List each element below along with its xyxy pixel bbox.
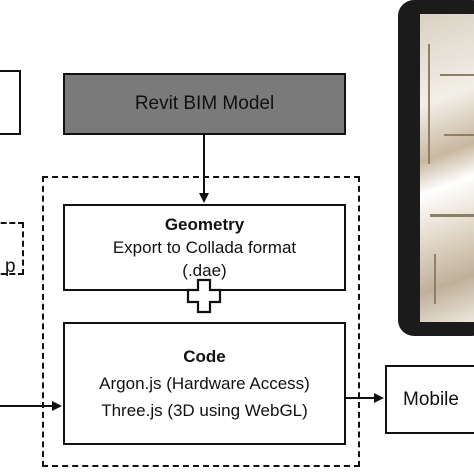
mobile-label: Mobile [403,388,459,410]
geometry-node: Geometry Export to Collada format (.dae) [63,204,346,291]
revit-bim-model-label: Revit BIM Model [134,93,275,114]
code-title: Code [183,347,226,366]
code-line-2: Three.js (3D using WebGL) [101,401,308,420]
mobile-node: Mobile [385,365,474,434]
left-partial-label: p [5,256,16,277]
tablet-screen-image [420,14,474,322]
revit-bim-model-node: Revit BIM Model [63,73,346,135]
left-partial-dashed-box [0,222,24,275]
plus-outline-icon [186,278,222,314]
geometry-line-2: (.dae) [182,261,227,280]
geometry-line-1: Export to Collada format [112,238,297,257]
geometry-title: Geometry [164,215,245,234]
processing-group [42,176,360,467]
code-line-1: Argon.js (Hardware Access) [99,374,310,393]
code-node: Code Argon.js (Hardware Access) Three.js… [63,322,346,445]
left-partial-box [0,70,21,135]
